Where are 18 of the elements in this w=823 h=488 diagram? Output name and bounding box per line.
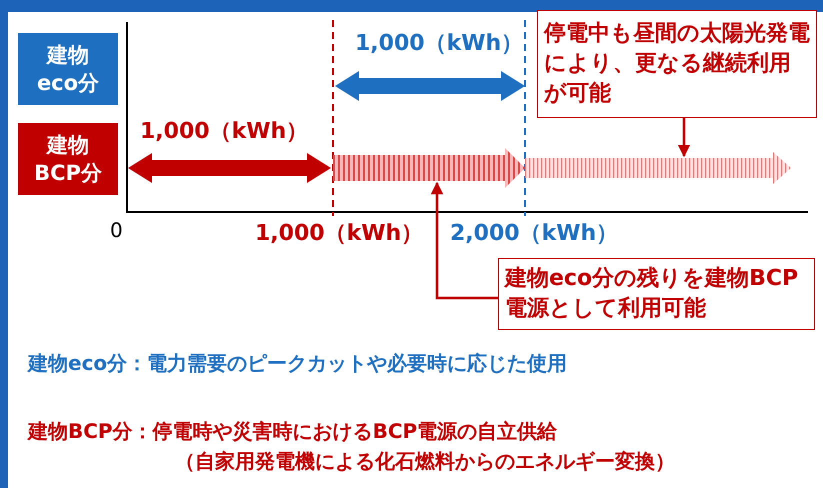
double-arrow [335, 71, 525, 101]
leader-line [678, 118, 690, 158]
leader-line [430, 182, 498, 300]
edge-label: 1,000（kWh） [140, 118, 308, 146]
category-label: 建物 BCP分 [18, 123, 118, 195]
callout-box: 建物eco分の残りを建物BCP電源として利用可能 [498, 258, 815, 330]
note-text: 建物eco分：電力需要のピークカットや必要時に応じた使用 [28, 350, 568, 377]
dimension-label: 1,000（kWh） [355, 30, 524, 58]
axis-tick-label: 2,000（kWh） [450, 220, 618, 248]
double-arrow [128, 153, 331, 183]
note-text: （自家用発電機による化石燃料からのエネルギー変換） [175, 448, 675, 475]
category-label: 建物 eco分 [18, 33, 118, 105]
note-text: 建物BCP分：停電時や災害時におけるBCP電源の自立供給 [28, 418, 558, 445]
axis-tick-label: 0 [110, 218, 123, 242]
callout-box: 停電中も昼間の太陽光発電により、更なる継続利用が可能 [537, 10, 817, 118]
hatched-band [525, 152, 791, 184]
hatched-band [333, 148, 525, 188]
axis-tick-label: 1,000（kWh） [255, 220, 424, 248]
